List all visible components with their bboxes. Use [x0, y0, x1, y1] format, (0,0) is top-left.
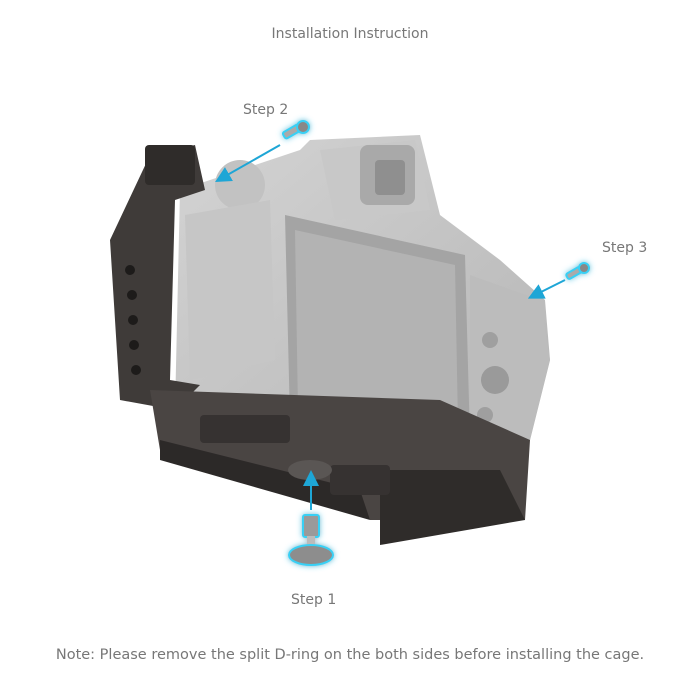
step-2-label: Step 2: [243, 102, 289, 118]
step-3-label: Step 3: [602, 240, 648, 256]
step-3-screw-icon: [565, 262, 590, 280]
installation-note: Note: Please remove the split D-ring on …: [55, 647, 645, 663]
step-2-screw-icon: [281, 120, 310, 140]
camera-body: [175, 135, 550, 445]
step-2-arrow: [215, 144, 281, 182]
page-title: Installation Instruction: [271, 26, 429, 42]
step-3-arrow: [527, 279, 566, 299]
step-1-label: Step 1: [291, 592, 337, 608]
camera-cage: [110, 145, 530, 545]
step-1-screw-icon: [288, 514, 334, 566]
